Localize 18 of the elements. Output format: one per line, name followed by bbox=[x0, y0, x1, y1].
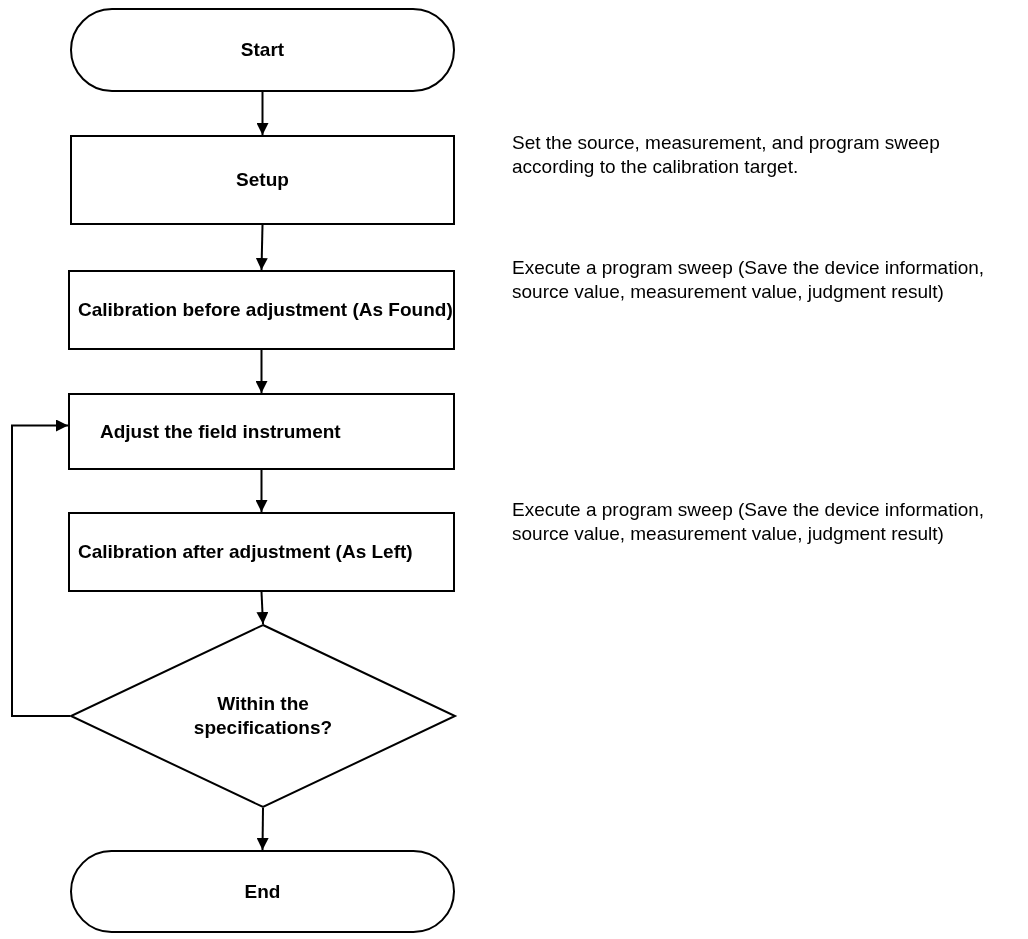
description-text: Execute a program sweep (Save the device information, source value, measurement value, judgment result) bbox=[512, 498, 986, 546]
arrow bbox=[255, 469, 268, 513]
arrow bbox=[255, 224, 268, 271]
step-label: Start bbox=[240, 38, 285, 62]
step-label: Calibration before adjustment (As Found) bbox=[78, 298, 453, 322]
arrow bbox=[256, 91, 269, 136]
step-label: Within the specifications? bbox=[192, 692, 334, 740]
step-label: Calibration after adjustment (As Left) bbox=[78, 540, 413, 564]
description-text: Execute a program sweep (Save the device information, source value, measurement value, judgment result) bbox=[512, 256, 986, 304]
arrow bbox=[256, 807, 269, 851]
step-label: End bbox=[244, 879, 281, 904]
process-box bbox=[68, 393, 455, 470]
arrow bbox=[11, 419, 71, 717]
description-text: Set the source, measurement, and program sweep according to the calibration target. bbox=[512, 131, 941, 179]
step-label: Adjust the field instrument bbox=[100, 419, 341, 444]
step-label: Setup bbox=[236, 168, 289, 192]
arrow bbox=[256, 591, 269, 625]
arrow bbox=[255, 349, 268, 394]
